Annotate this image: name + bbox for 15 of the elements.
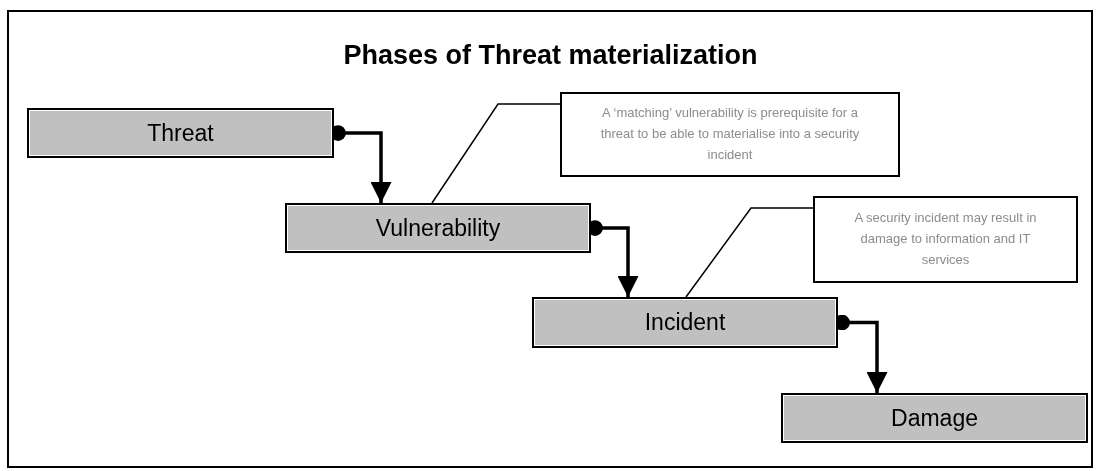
note-text: A security incident may result in damage to information and IT services (853, 209, 1038, 269)
note-box (560, 92, 900, 177)
phase-box (27, 108, 334, 158)
phase-label: Threat (147, 119, 214, 147)
diagram-title: Phases of Threat materialization (343, 40, 758, 71)
phase-box (781, 393, 1088, 443)
phase-box (285, 203, 591, 253)
phase-label: Incident (644, 309, 726, 336)
note-text: A ‘matching’ vulnerability is prerequisite for a threat to be able to materialise into a security incident (599, 104, 861, 164)
note-box (813, 196, 1078, 283)
leader-line (431, 103, 561, 204)
phase-box (532, 297, 838, 348)
phase-label: Damage (891, 404, 978, 432)
phase-label: Vulnerability (375, 214, 501, 242)
leader-line (685, 207, 814, 298)
